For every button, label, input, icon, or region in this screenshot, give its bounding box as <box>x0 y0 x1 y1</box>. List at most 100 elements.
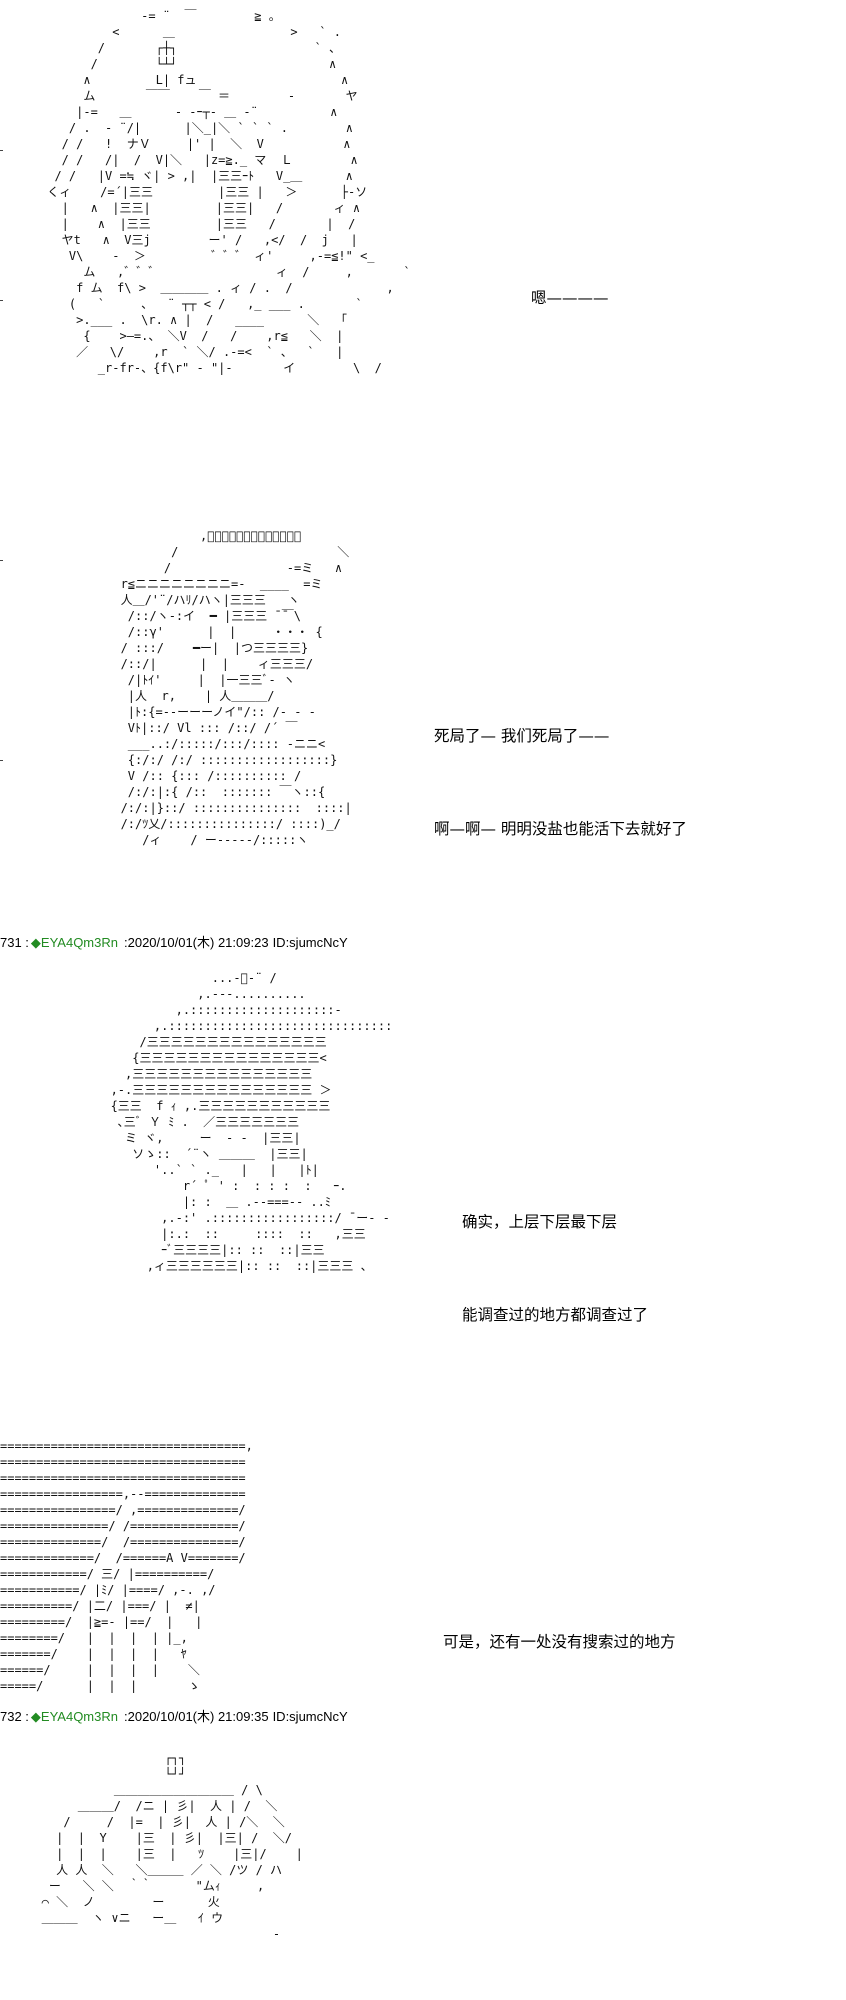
ascii-art-line: /|ﾄｲ' | |一三三ﾞ- ヽ <box>70 673 295 687</box>
ascii-art-line: |人 r, | 人＿＿＿/ <box>70 689 275 703</box>
margin-tick <box>0 560 3 561</box>
dialogue-line: 可是，还有一处没有搜索过的地方 <box>443 1633 676 1651</box>
ascii-art-panel-2: ,ﾞﾞﾞﾞﾞ￣￣ﾞﾞﾞﾞﾞ、 / ＼ / -=ミ ∧ r≦ニニニニニニニニ=- … <box>70 528 370 858</box>
ascii-art-line: ,ﾞﾞﾞﾞﾞ￣￣ﾞﾞﾞﾞﾞ、 <box>70 529 302 543</box>
ascii-art-line: / ＼ <box>70 545 350 559</box>
dialogue-line: 嗯———— <box>531 289 609 307</box>
ascii-art-line: /:/:|}::/ ::::::::::::::: ::::| <box>70 801 352 815</box>
ascii-art-line: ...-ﾞ-¨ / <box>60 971 277 985</box>
ascii-art-line: / / |= | 彡| 人 | /＼ ＼ <box>20 1815 285 1829</box>
ascii-art-line: ===============/ /===============/ <box>0 1519 246 1533</box>
ascii-art-line: ム ￣￣ ￣ ＝ - ヤ <box>40 89 358 103</box>
dialogue-panel-4: 可是，还有一处没有搜索过的地方 <box>443 1565 676 1689</box>
ascii-art-line: >.___ . \r. ∧ | / ____ ＼ ｢ <box>40 313 347 327</box>
ascii-art-line: 人 人 ＼ ＼＿＿＿ ／ ＼ /ツ / ハ <box>20 1863 283 1877</box>
ascii-art-line: {三三三三三三三三三三三三三三三< <box>60 1051 327 1065</box>
ascii-art-line: -= ¨ ￣ ≧ 。 <box>40 9 281 23</box>
ascii-art-line: / / /| / V|＼ |z=≧._ マ Ｌ ∧ <box>40 153 358 167</box>
ascii-art-line: ム ,゛゛゛ ィ / , ` <box>40 265 411 279</box>
poster-id: ID:sjumcNcY <box>272 935 348 950</box>
ascii-art-line: ,.::::::::::::::::::::- <box>60 1003 342 1017</box>
ascii-art-line: ================================== <box>0 1471 246 1485</box>
ascii-art-line: ∧ L| fュ ∧ <box>40 73 349 87</box>
ascii-art-line: f ム f\ > ＿＿＿＿ . ィ / . / , <box>40 281 394 295</box>
ascii-art-panel-4: ==================================, =====… <box>0 1438 345 1700</box>
ascii-art-line: ================================== <box>0 1455 246 1469</box>
ascii-art-panel-1: -= ¨ ￣ ≧ 。 < ＿ > ` . / ┌┼┐ ` 、 / └┴┘ ∧ ∧… <box>40 8 460 428</box>
ascii-art-line: ,.-:' .:::::::::::::::::/ ̄ ー- -| <box>60 1211 390 1225</box>
ascii-art-line: =======/ | | | | ﾔ <box>0 1647 187 1661</box>
ascii-art-line: ==================================, <box>0 1439 253 1453</box>
ascii-art-line: ｰﾞ三三三三|:: :: ::|三三 <box>60 1243 325 1257</box>
ascii-art-line: _r-fr-、{f\r" - "|- イ \ / <box>40 361 382 375</box>
ascii-art-line: =============/ /======A V=======/ <box>0 1551 246 1565</box>
dialogue-panel-3: 确实，上层下层最下层 能调查过的地方都调查过了 <box>462 1145 648 1362</box>
ascii-art-line: ソゝ:: ´¨ヽ ＿＿＿ |三三| <box>60 1147 308 1161</box>
dialogue-panel-2: 死局了— 我们死局了—— 啊—啊— 明明没盐也能活下去就好了 <box>434 659 687 876</box>
ascii-art-line: '..` ` ._ | | |ﾄ| <box>60 1163 319 1177</box>
margin-tick <box>0 300 3 301</box>
ascii-art-line: /::/| | | ィ三三三/ <box>70 657 314 671</box>
ascii-art-line: /::/ヽ-:イ ━ |三三三 ̄ ̄￣\ <box>70 609 301 623</box>
ascii-art-line: V\ - ＞ ゛゛゛ ィ' ,-=≦!" <_ <box>40 249 375 263</box>
ascii-art-line: ┌┐┐ <box>20 1751 187 1765</box>
ascii-art-line: ミ ヾ, ー ‐ ‐ |三三| <box>60 1131 301 1145</box>
ascii-art-line: ,ィ三三三三三三|:: :: ::|三三三 、 <box>60 1259 373 1273</box>
ascii-art-line: r´ ﾟ ' : : : : : ｰ. <box>60 1179 347 1193</box>
dialogue-line: 死局了— 我们死局了—— <box>434 727 610 745</box>
ascii-art-line: ,.::::::::::::::::::::::::::::::::＞ <box>60 1019 390 1033</box>
ascii-art-line: / └┴┘ ∧ <box>40 57 337 71</box>
ascii-art-line: |: : ＿ .--===-- ..ﾐ <box>60 1195 331 1209</box>
ascii-art-line: Vﾄ|::/ Vl ::: /::/ /´ ￣ <box>70 721 298 735</box>
ascii-art-line: =====/ | | | ゝ <box>0 1679 200 1693</box>
ascii-art-line: ========/ | | | | |_, <box>0 1631 188 1645</box>
post-date: :2020/10/01(木) 21:09:23 <box>124 935 269 950</box>
ascii-art-line: - <box>20 1927 281 1941</box>
ascii-art-line: ー ＼ ＼ ｀｀ "ムｨ , <box>20 1879 265 1893</box>
ascii-art-line: ／ \/ ,r ` ＼/ .-=< ` 、 ` | <box>40 345 344 359</box>
ascii-art-line: ,三三三三三三三三三三三三三三三 <box>60 1067 313 1081</box>
ascii-art-line: └┘┘ <box>20 1767 187 1781</box>
ascii-art-line: {三三 f ｨ ,.三三三三三三三三三三三 <box>60 1099 331 1113</box>
ascii-art-line: { >—=.、 ＼V / / ,r≦ ＼ | <box>40 329 344 343</box>
ascii-art-line: /ィ / ー‐‐‐‐‐/:::::ヽ <box>70 833 309 847</box>
dialogue-panel-1: 嗯———— <box>531 221 609 345</box>
ascii-art-line: / :::/ ━ー| |つ三三三三} <box>70 641 309 655</box>
ascii-art-line: < ＿ > ` . <box>40 25 341 39</box>
ascii-art-panel-3: ...-ﾞ-¨ / ,.---.......... ,.::::::::::::… <box>60 970 390 1280</box>
ascii-art-line: ============/ 三/ |==========/ <box>0 1567 215 1581</box>
ascii-art-line: /::γ' | | ・・・ { <box>70 625 323 639</box>
dialogue-line: 能调查过的地方都调查过了 <box>462 1306 649 1324</box>
ascii-art-line: ,.---.......... <box>60 987 306 1001</box>
post-number: 731 : <box>0 935 29 950</box>
post-date: :2020/10/01(木) 21:09:35 <box>124 1709 269 1724</box>
ascii-art-line: ＿＿＿＿＿＿＿＿＿＿ / \ <box>20 1783 263 1797</box>
ascii-art-line: / / ! ナＶ |' | ＼ V ∧ <box>40 137 351 151</box>
ascii-art-line: ,-.三三三三三三三三三三三三三三三 ＞ <box>60 1083 332 1097</box>
dialogue-line: 啊—啊— 明明没盐也能活下去就好了 <box>434 820 687 838</box>
ascii-art-line: ⌒ ＼ ノ ー 火 <box>20 1895 220 1909</box>
ascii-art-line: 人＿/'¨/ハﾘ/ハヽ|三三三 ヽ <box>70 593 300 607</box>
ascii-art-line: /:/:|:{ /:: ::::::: ￣ヽ::{ <box>70 785 326 799</box>
ascii-art-line: V /:: {::: /:::::::::: / <box>70 769 302 783</box>
trip-diamond-icon: ◆ <box>30 935 41 950</box>
ascii-art-line: |-= ＿ - -ｰ┬- ＿ -¨ ∧ <box>40 105 338 119</box>
ascii-art-line: |ﾄ:{=--ーーーノイ"/:: /- - - <box>70 705 316 719</box>
ascii-art-line: ==============/ /===============/ <box>0 1535 246 1549</box>
margin-tick <box>0 150 3 151</box>
ascii-art-line: | | | |三 | ﾂ |三|/ | <box>20 1847 303 1861</box>
ascii-art-line: /:/ﾂ乂/:::::::::::::::/ ::::)_/ <box>70 817 341 831</box>
margin-tick <box>0 760 3 761</box>
ascii-art-line: /三三三三三三三三三三三三三三三 <box>60 1035 327 1049</box>
ascii-art-line: ( ` 、 ¨ ┬┬ < / ,_ ___ . ` <box>40 297 363 311</box>
ascii-art-line: ======/ | | | | ＼ <box>0 1663 200 1677</box>
ascii-art-line: / . - ¨/| |＼_|＼ ` ` ` . ∧ <box>40 121 353 135</box>
post-number: 732 : <box>0 1709 29 1724</box>
tripcode: EYA4Qm3Rn <box>40 935 118 950</box>
ascii-art-panel-5: ┌┐┐ └┘┘ ＿＿＿＿＿＿＿＿＿＿ / \ ＿＿＿/ /ニ | 彡| 人 | … <box>20 1750 380 1998</box>
ascii-art-line: ＿＿＿ ヽ ∨ニ ー＿ ｲ ウ <box>20 1911 224 1925</box>
ascii-art-line: | ∧ |三三| |三三| / ィ ∧ <box>40 201 361 215</box>
ascii-art-line: =================,--============== <box>0 1487 246 1501</box>
